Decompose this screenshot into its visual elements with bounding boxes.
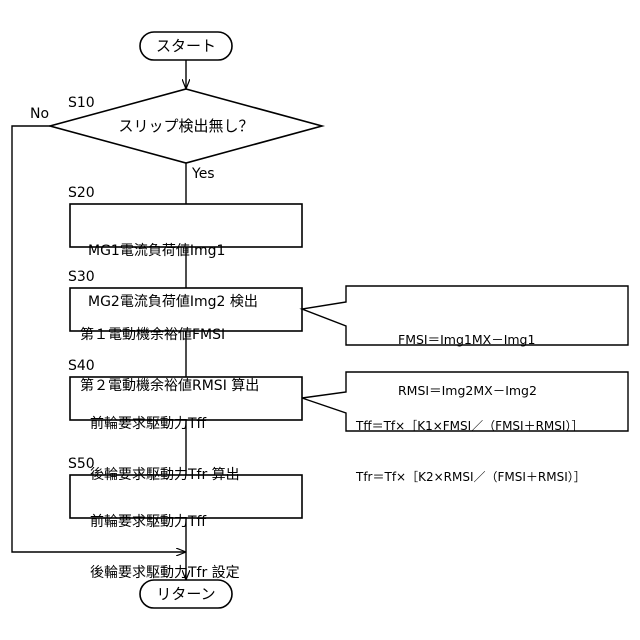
yes-label: Yes	[192, 166, 215, 182]
formula-line: Tfr＝Tf×［K2×RMSI／（FMSI＋RMSI）］	[356, 469, 586, 486]
step-label-s10: S10	[68, 95, 95, 111]
process-line: 前輪要求駆動力Tff	[90, 514, 240, 531]
start-label: スタート	[156, 38, 216, 54]
step-label-s30: S30	[68, 269, 95, 285]
process-line: 第１電動機余裕値FMSI	[80, 327, 259, 344]
step-label-s40: S40	[68, 358, 95, 374]
no-label: No	[30, 106, 49, 122]
step-label-s20: S20	[68, 185, 95, 201]
callout-text-s40: Tff＝Tf×［K1×FMSI／（FMSI＋RMSI）］ Tfr＝Tf×［K2×…	[356, 384, 586, 503]
decision-question: スリップ検出無し？	[118, 118, 253, 134]
process-text-s50: 前輪要求駆動力Tff 後輪要求駆動力Tfr 設定	[90, 480, 240, 599]
process-line: MG1電流負荷値Img1	[88, 243, 258, 260]
step-label-s50: S50	[68, 456, 95, 472]
process-line: 後輪要求駆動力Tfr 設定	[90, 565, 240, 582]
process-line: 前輪要求駆動力Tff	[90, 416, 240, 433]
formula-line: Tff＝Tf×［K1×FMSI／（FMSI＋RMSI）］	[356, 418, 586, 435]
formula-line: FMSI＝Img1MX－Img1	[398, 331, 537, 348]
